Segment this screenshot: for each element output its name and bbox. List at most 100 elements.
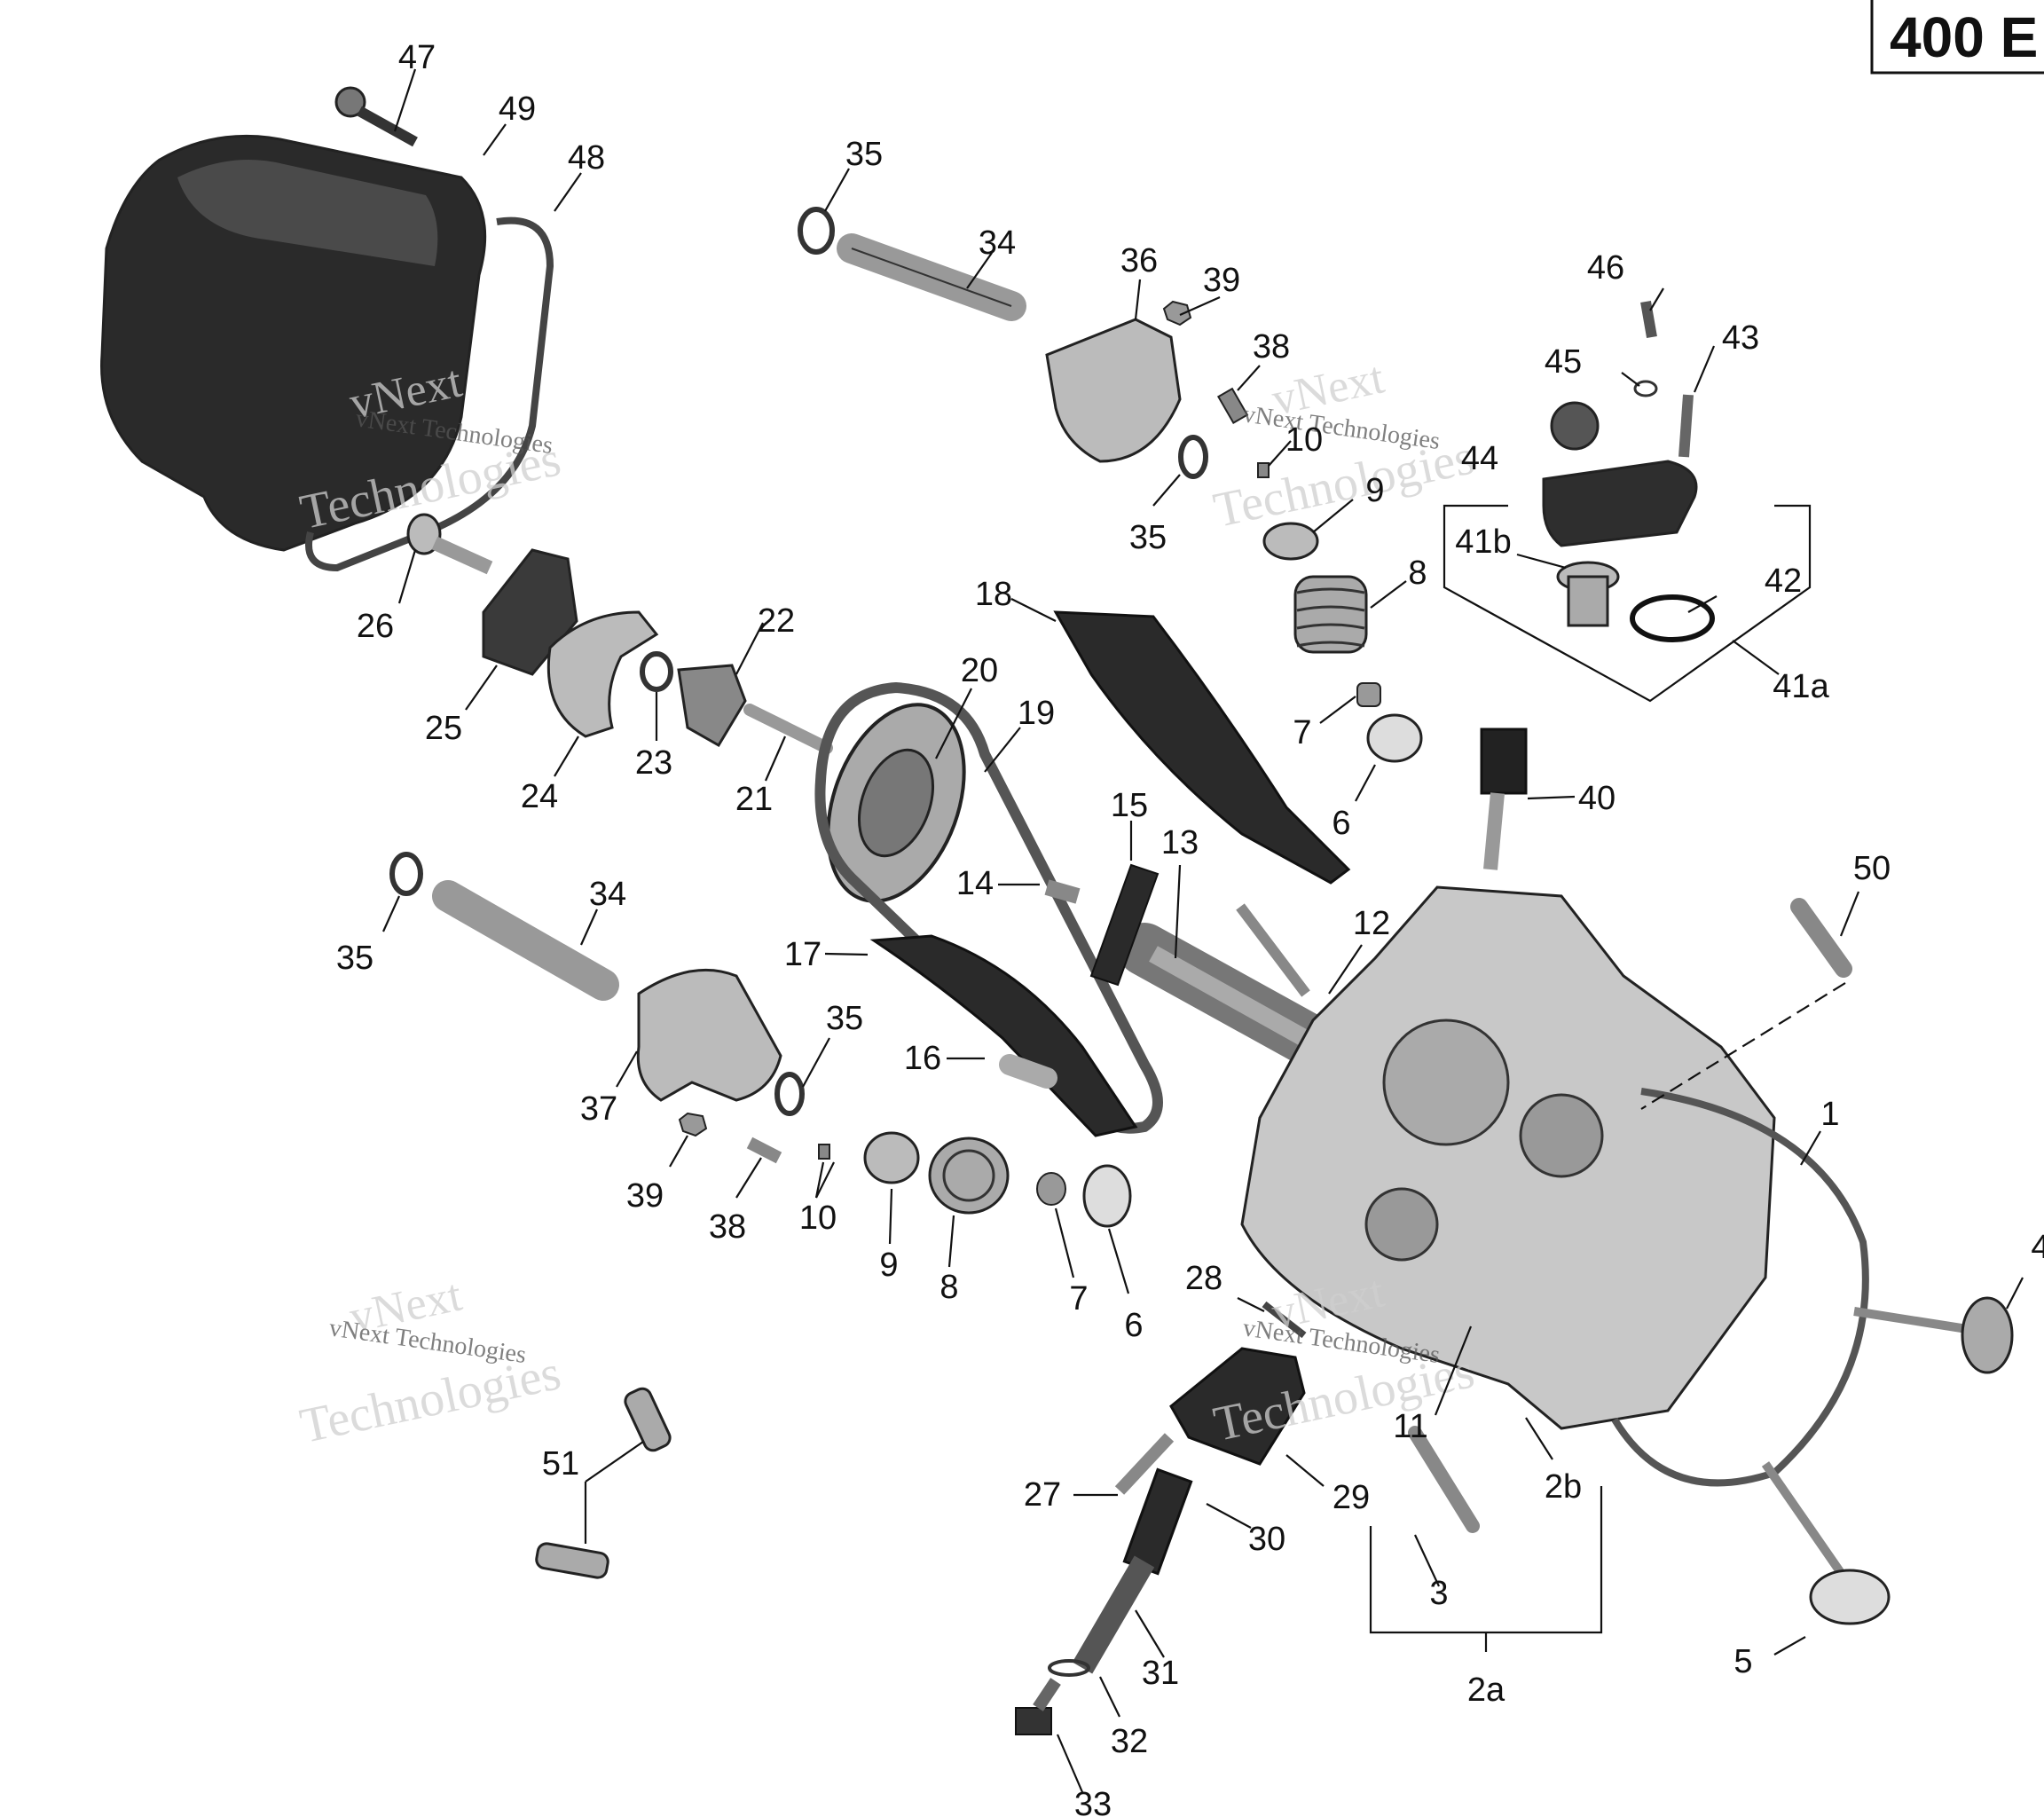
adjust-nut — [678, 1112, 708, 1137]
retainer-bolt — [1044, 879, 1081, 904]
callout-label: 34 — [589, 876, 626, 913]
housing-bolt — [1640, 300, 1657, 339]
callout-label: 10 — [1285, 421, 1323, 459]
callout-label: 9 — [879, 1247, 898, 1284]
callout-label: 2a — [1467, 1671, 1505, 1709]
callout-label: 16 — [904, 1040, 941, 1077]
callout-label: 39 — [1203, 262, 1240, 299]
callout-label: 38 — [709, 1208, 746, 1246]
washer — [1633, 380, 1658, 397]
model-badge: 400 E — [1870, 0, 2044, 75]
part-drawings — [100, 86, 2014, 1735]
callout-label: 48 — [568, 139, 605, 177]
callout-label: 41b — [1455, 523, 1511, 561]
tensioner-screw — [1262, 1301, 1307, 1339]
bracket-41a — [1443, 504, 1812, 703]
callout-label: 49 — [499, 90, 536, 128]
spring-seat — [1082, 1164, 1132, 1228]
callout-label: 35 — [845, 136, 883, 173]
decompressor-weight — [546, 610, 659, 738]
callout-label: 4 — [2031, 1229, 2044, 1266]
callout-label: 6 — [1124, 1307, 1143, 1344]
o-ring — [1178, 435, 1208, 479]
callout-label: 51 — [542, 1445, 579, 1483]
badge-text: 400 E — [1890, 5, 2038, 69]
callout-label: 45 — [1545, 343, 1582, 381]
callout-label: 35 — [826, 1000, 863, 1037]
callout-label: 24 — [521, 778, 558, 815]
spring-retainer — [863, 1131, 920, 1184]
callout-label: 22 — [758, 602, 795, 640]
thermostat — [1556, 561, 1620, 627]
thermostat-housing — [1542, 460, 1698, 547]
valve-spring — [1293, 575, 1368, 654]
adjust-screw — [1216, 387, 1249, 424]
callout-label: 37 — [580, 1090, 617, 1128]
intake-valve — [1853, 1296, 2014, 1374]
callout-label: 8 — [939, 1269, 958, 1306]
camshaft-retainer — [1089, 863, 1160, 987]
callout-label: 46 — [1587, 249, 1624, 287]
adjust-nut — [1162, 300, 1192, 326]
callout-label: 30 — [1248, 1521, 1285, 1558]
callout-label: 6 — [1332, 805, 1350, 842]
callout-label: 40 — [1578, 780, 1616, 817]
valve-spring — [928, 1137, 1010, 1215]
callout-label: 28 — [1185, 1260, 1222, 1297]
callout-label: 9 — [1365, 472, 1384, 509]
callout-label: 34 — [979, 224, 1016, 262]
callout-label: 3 — [1429, 1575, 1448, 1612]
callout-label: 25 — [425, 710, 462, 747]
o-ring — [798, 207, 835, 255]
callout-label: 43 — [1722, 319, 1759, 357]
callout-label: 13 — [1161, 824, 1199, 861]
camshaft-sprocket — [826, 703, 966, 903]
rocker-shaft — [432, 880, 619, 1001]
rocker-arm — [1045, 318, 1182, 463]
callout-label: 1 — [1820, 1096, 1839, 1133]
tensioner-plug — [1015, 1678, 1061, 1735]
housing-bolt — [1678, 394, 1694, 458]
callout-label: 32 — [1111, 1723, 1148, 1760]
callout-label: 41a — [1773, 668, 1829, 705]
callout-label: 8 — [1408, 555, 1427, 592]
chain-guide — [1053, 610, 1351, 885]
callout-label: 2b — [1545, 1468, 1582, 1506]
callout-label: 20 — [961, 652, 998, 689]
brackets — [1369, 504, 1812, 1652]
callout-labels: 47 49 48 35 34 36 39 38 10 35 46 45 43 4… — [336, 39, 2044, 1817]
callout-label: 33 — [1074, 1786, 1112, 1817]
callout-label: 35 — [1129, 519, 1167, 556]
bracket-2a — [1369, 1486, 1603, 1634]
callout-label: 23 — [635, 744, 672, 782]
callout-label: 10 — [799, 1200, 837, 1237]
leader-lines — [381, 68, 2024, 1793]
tensioner-spring — [1072, 1555, 1155, 1674]
o-ring — [389, 852, 423, 896]
callout-label: 38 — [1253, 328, 1290, 366]
valve-cover-highlight — [177, 160, 438, 266]
callout-label: 39 — [626, 1177, 664, 1215]
cover-bolt — [334, 86, 418, 147]
callout-label: 36 — [1120, 242, 1158, 279]
timing-chain — [814, 681, 1163, 1134]
callout-label: 5 — [1733, 1643, 1752, 1680]
callout-label: 35 — [336, 940, 373, 977]
callout-label: 27 — [1024, 1476, 1061, 1514]
valve-keeper — [1257, 462, 1270, 478]
rocker-arm — [636, 968, 782, 1102]
callout-label: 50 — [1853, 850, 1891, 887]
camshaft — [1118, 923, 1340, 1069]
valve-seal — [1036, 1172, 1066, 1206]
snap-ring — [640, 651, 673, 692]
chain-tensioner — [1169, 1347, 1306, 1466]
callout-label: 15 — [1111, 787, 1148, 824]
callout-label: 14 — [956, 865, 994, 902]
dowel-pin — [999, 1054, 1057, 1089]
callout-label: 44 — [1461, 440, 1498, 477]
cylinder-head — [1240, 885, 1776, 1430]
callout-label: 31 — [1142, 1655, 1179, 1692]
spring-retainer — [1262, 522, 1319, 561]
callout-label: 7 — [1293, 714, 1311, 751]
